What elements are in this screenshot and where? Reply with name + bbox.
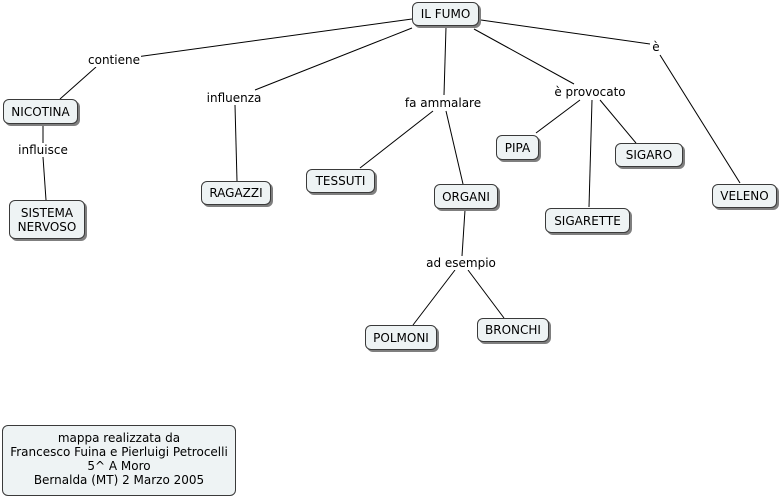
line-faammalare-organi (445, 110, 464, 185)
line-e-veleno (659, 54, 741, 184)
credits-line-1: mappa realizzata da (57, 431, 181, 445)
line-ilfumo-eprovocato (473, 28, 575, 85)
line-eprovocato-sigarette (588, 99, 593, 208)
concept-nicotina[interactable]: NICOTINA (3, 99, 78, 124)
line-adesempio-bronchi (467, 269, 505, 319)
concept-ragazzi[interactable]: RAGAZZI (201, 181, 271, 205)
link-label-e-provocato: è provocato (553, 85, 627, 99)
line-organi-adesempio (461, 209, 466, 257)
concept-il-fumo[interactable]: IL FUMO (412, 2, 479, 26)
line-eprovocato-sigaro (599, 99, 637, 144)
line-eprovocato-pipa (535, 99, 581, 134)
line-influenza-ragazzi (234, 104, 238, 182)
credits-box: mappa realizzata da Francesco Fuina e Pi… (2, 425, 236, 496)
credits-line-2: Francesco Fuina e Pierluigi Petrocelli (10, 445, 228, 459)
link-label-fa-ammalare: fa ammalare (403, 96, 483, 110)
link-label-e: è (651, 40, 661, 54)
concept-sigarette[interactable]: SIGARETTE (545, 208, 630, 233)
link-label-influisce: influisce (17, 143, 69, 157)
credits-line-4: Bernalda (MT) 2 Marzo 2005 (33, 473, 205, 487)
concept-sigaro[interactable]: SIGARO (615, 143, 683, 167)
concept-veleno[interactable]: VELENO (712, 184, 777, 208)
concept-tessuti[interactable]: TESSUTI (306, 169, 375, 193)
credits-line-3: 5^ A Moro (87, 459, 151, 473)
line-ilfumo-influenza (254, 27, 413, 91)
concept-bronchi[interactable]: BRONCHI (477, 318, 549, 342)
concept-polmoni[interactable]: POLMONI (365, 325, 437, 350)
concept-sistema-nervoso[interactable]: SISTEMA NERVOSO (9, 200, 85, 239)
link-label-contiene: contiene (87, 53, 141, 67)
line-adesempio-polmoni (412, 269, 456, 326)
line-ilfumo-faammalare (443, 26, 447, 96)
line-faammalare-tessuti (359, 110, 434, 169)
link-label-ad-esempio: ad esempio (425, 256, 497, 270)
line-ilfumo-contiene (113, 18, 413, 61)
line-influisce-sistema (42, 156, 47, 201)
concept-organi[interactable]: ORGANI (434, 184, 498, 209)
link-label-influenza: influenza (205, 91, 263, 105)
line-ilfumo-e (480, 19, 651, 45)
line-contiene-nicotina (59, 66, 97, 100)
concept-pipa[interactable]: PIPA (496, 135, 539, 160)
